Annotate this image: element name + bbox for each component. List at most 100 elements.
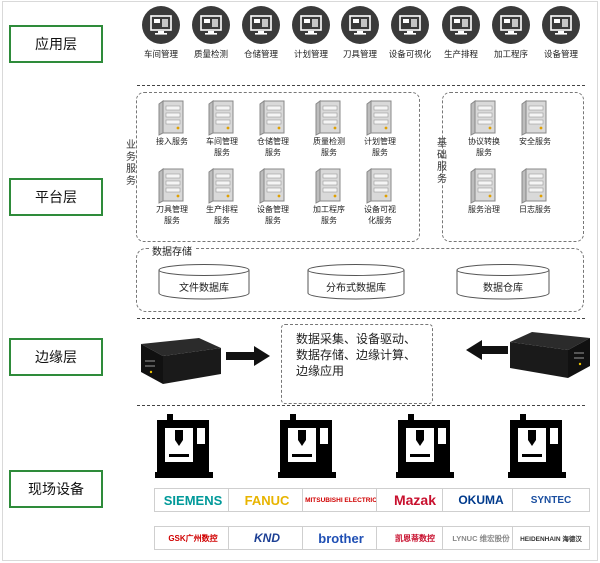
service-label: 服务 <box>214 148 230 157</box>
app-item: 生产排程 <box>436 6 486 60</box>
cnc-machine-icon <box>155 414 217 482</box>
app-label: 生产排程 <box>443 50 478 60</box>
brand-logo-kaien: 凯恩蒂数控 <box>376 526 454 550</box>
separator <box>137 85 585 86</box>
app-item: 计划管理 <box>286 6 336 60</box>
service-label: 接入服务 <box>156 137 188 146</box>
service-item: 日志服务 <box>506 166 564 216</box>
database-label: 数据仓库 <box>483 283 523 294</box>
service-item: 安全服务 <box>506 98 564 148</box>
layer-label-edge: 边缘层 <box>9 338 103 376</box>
edge-gateway-left <box>137 334 223 390</box>
service-item: 仓储管理 服务 <box>244 98 302 158</box>
server-icon <box>366 168 392 204</box>
app-item: 设备可视化 <box>385 6 435 60</box>
app-label: 加工程序 <box>493 50 528 60</box>
app-label: 设备可视化 <box>388 50 432 60</box>
server-icon <box>315 100 341 136</box>
service-label: 车间管理 <box>206 137 238 146</box>
service-item: 接入服务 <box>143 98 201 148</box>
service-item: 设备可视 化服务 <box>351 166 409 226</box>
server-icon <box>208 100 234 136</box>
data-storage-title: 数据存储 <box>150 243 194 258</box>
layer-label-platform: 平台层 <box>9 178 103 216</box>
service-item: 生产排程 服务 <box>193 166 251 226</box>
brand-logo-heidenhain: HEIDENHAIN 海德汉 <box>512 526 590 550</box>
service-label: 加工程序 <box>313 205 345 214</box>
business-services-title: 业务服务 <box>126 140 136 187</box>
database-cylinder: 数据仓库 <box>456 264 550 300</box>
brand-logo-mazak: Mazak <box>376 488 454 512</box>
edge-functions-line: 边缘应用 <box>296 364 345 378</box>
server-icon <box>208 168 234 204</box>
database-icon <box>456 264 550 300</box>
cnc-machine-icon <box>278 414 340 482</box>
server-icon <box>315 168 341 204</box>
server-icon <box>366 100 392 136</box>
service-label: 刀具管理 <box>156 205 188 214</box>
database-cylinder: 分布式数据库 <box>307 264 405 300</box>
service-label: 服务 <box>372 148 388 157</box>
monitor-icon <box>192 6 230 44</box>
database-icon <box>307 264 405 300</box>
app-item: 加工程序 <box>486 6 536 60</box>
app-item: 设备管理 <box>536 6 586 60</box>
service-label: 质量检测 <box>313 137 345 146</box>
server-icon <box>521 100 547 136</box>
edge-gateway-icon <box>510 332 590 378</box>
edge-gateway-right <box>508 328 594 384</box>
cnc-machine-icon <box>396 414 458 482</box>
server-icon <box>259 100 285 136</box>
service-item: 设备管理 服务 <box>244 166 302 226</box>
base-services-title: 基础服务 <box>437 138 447 185</box>
brand-logo-siemens: SIEMENS <box>154 488 232 512</box>
database-cylinder: 文件数据库 <box>158 264 250 300</box>
server-icon <box>470 168 496 204</box>
separator <box>137 318 585 319</box>
data-storage-panel <box>136 248 584 312</box>
service-label: 服务 <box>321 216 337 225</box>
service-label: 生产排程 <box>206 205 238 214</box>
service-label: 设备可视 <box>364 205 396 214</box>
app-label: 车间管理 <box>143 50 178 60</box>
database-label: 分布式数据库 <box>326 283 386 294</box>
brand-logo-syntec: SYNTEC <box>512 488 590 512</box>
server-icon <box>158 100 184 136</box>
monitor-icon <box>542 6 580 44</box>
app-item: 仓储管理 <box>236 6 286 60</box>
service-label: 安全服务 <box>519 137 551 146</box>
edge-functions-box: 数据采集、设备驱动、 数据存储、边缘计算、 边缘应用 <box>281 324 433 404</box>
app-label: 计划管理 <box>293 50 328 60</box>
brand-logo-gsk: GSK广州数控 <box>154 526 232 550</box>
database-label: 文件数据库 <box>179 283 229 294</box>
separator <box>137 405 585 406</box>
service-label: 服务 <box>321 148 337 157</box>
service-item: 刀具管理 服务 <box>143 166 201 226</box>
service-label: 计划管理 <box>364 137 396 146</box>
app-label: 质量检测 <box>193 50 228 60</box>
cnc-machine-icon <box>508 414 570 482</box>
service-item: 加工程序 服务 <box>300 166 358 226</box>
edge-functions-line: 数据采集、设备驱动、 <box>296 332 417 346</box>
service-label: 协议转换 <box>468 137 500 146</box>
brand-logo-brother: brother <box>302 526 380 550</box>
monitor-icon <box>292 6 330 44</box>
server-icon <box>259 168 285 204</box>
service-item: 质量检测 服务 <box>300 98 358 158</box>
service-label: 服务 <box>265 216 281 225</box>
service-item: 车间管理 服务 <box>193 98 251 158</box>
database-icon <box>158 264 250 300</box>
monitor-icon <box>341 6 379 44</box>
service-label: 服务治理 <box>468 205 500 214</box>
service-item: 计划管理 服务 <box>351 98 409 158</box>
edge-gateway-icon <box>141 338 221 384</box>
brand-logo-mitsubishi: MITSUBISHI ELECTRIC <box>302 488 380 512</box>
base-services-panel <box>442 92 584 242</box>
business-services-panel <box>136 92 420 242</box>
service-item: 服务治理 <box>455 166 513 216</box>
brand-logo-okuma: OKUMA <box>442 488 520 512</box>
app-item: 质量检测 <box>186 6 236 60</box>
app-label: 仓储管理 <box>243 50 278 60</box>
server-icon <box>470 100 496 136</box>
